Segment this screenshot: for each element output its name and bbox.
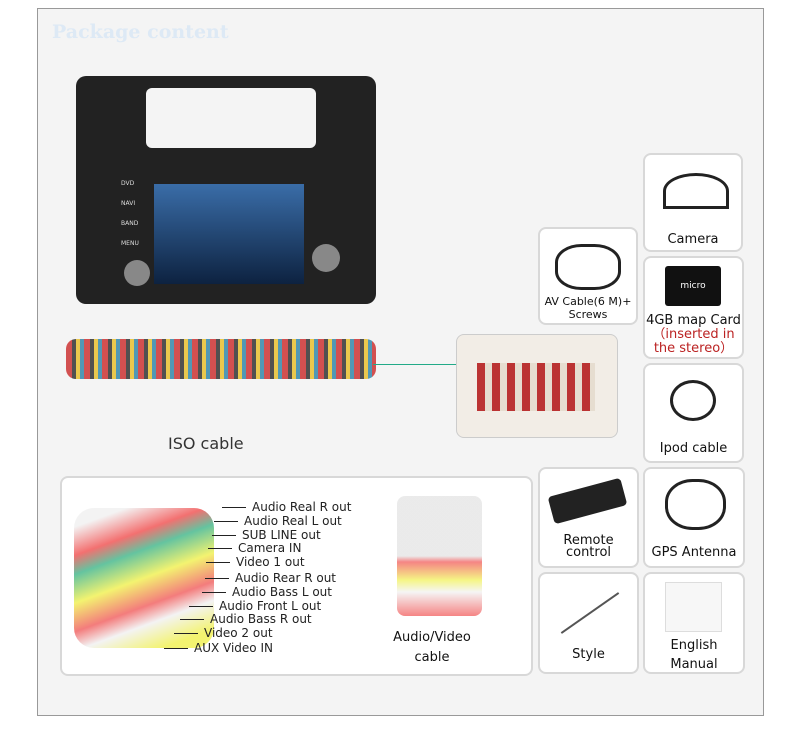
navi-button: NAVI (121, 200, 136, 207)
iso-connector-image (456, 334, 618, 438)
iso-cable-label: ISO cable (168, 434, 244, 453)
av-line-label: SUB LINE out (212, 528, 321, 542)
av-cable-label: AV Cable(6 M)+ (544, 295, 632, 308)
av-line-label: Audio Front L out (189, 599, 321, 613)
iso-cable-image (66, 339, 376, 379)
stylus-card: Style (538, 572, 639, 674)
ipod-cable-card: Ipod cable (643, 363, 744, 463)
map-card-label: 4GB map Card (646, 313, 741, 328)
av-cable-card: AV Cable(6 M)+Screws (538, 227, 638, 325)
av-cable-label: Audio/Video (393, 630, 471, 645)
av-cable-label-2: cable (414, 650, 450, 665)
av-line-label: Audio Real R out (222, 500, 351, 514)
gps-label: GPS Antenna (651, 545, 737, 560)
camera-card: Camera (643, 153, 743, 252)
manual-image (665, 582, 722, 632)
gps-card: GPS Antenna (643, 467, 745, 568)
av-line-label: Video 2 out (174, 626, 273, 640)
stylus-image (560, 592, 620, 634)
microsd-card-image: micro (665, 266, 721, 306)
av-line-label: AUX Video IN (164, 641, 273, 655)
menu-button: MENU (121, 240, 139, 247)
band-button: BAND (121, 220, 139, 227)
remote-label-2: control (565, 545, 612, 560)
remote-label: Remote (563, 533, 614, 548)
screws-label: Screws (568, 308, 608, 321)
av-line-label: Audio Bass L out (202, 585, 332, 599)
manual-label-2: Manual (670, 657, 718, 672)
map-card-note-2: the stereo） (653, 341, 734, 356)
av-harness-image (397, 496, 482, 616)
av-line-label: Audio Rear R out (205, 571, 336, 585)
stereo-unit-image: DVD NAVI BAND MENU (76, 76, 376, 304)
dvd-button: DVD (121, 180, 135, 187)
page-title: Package content (52, 21, 229, 43)
av-cable-panel: Audio Real R out Audio Real L out SUB LI… (60, 476, 533, 676)
volume-knob (124, 260, 150, 286)
av-line-label: Audio Real L out (214, 514, 342, 528)
stereo-screen (154, 184, 304, 284)
av-line-label: Audio Bass R out (180, 612, 312, 626)
ipod-cable-label: Ipod cable (659, 441, 728, 456)
stylus-label: Style (572, 647, 605, 662)
camera-label: Camera (667, 232, 719, 247)
map-card-note: （inserted in (652, 327, 735, 342)
package-content-frame: Package content DVD NAVI BAND MENU ISO c… (37, 8, 764, 716)
tune-knob (312, 244, 340, 272)
manual-label: English (670, 638, 718, 653)
remote-control-image (547, 477, 628, 525)
av-line-label: Video 1 out (206, 555, 305, 569)
av-line-label: Camera IN (208, 541, 301, 555)
